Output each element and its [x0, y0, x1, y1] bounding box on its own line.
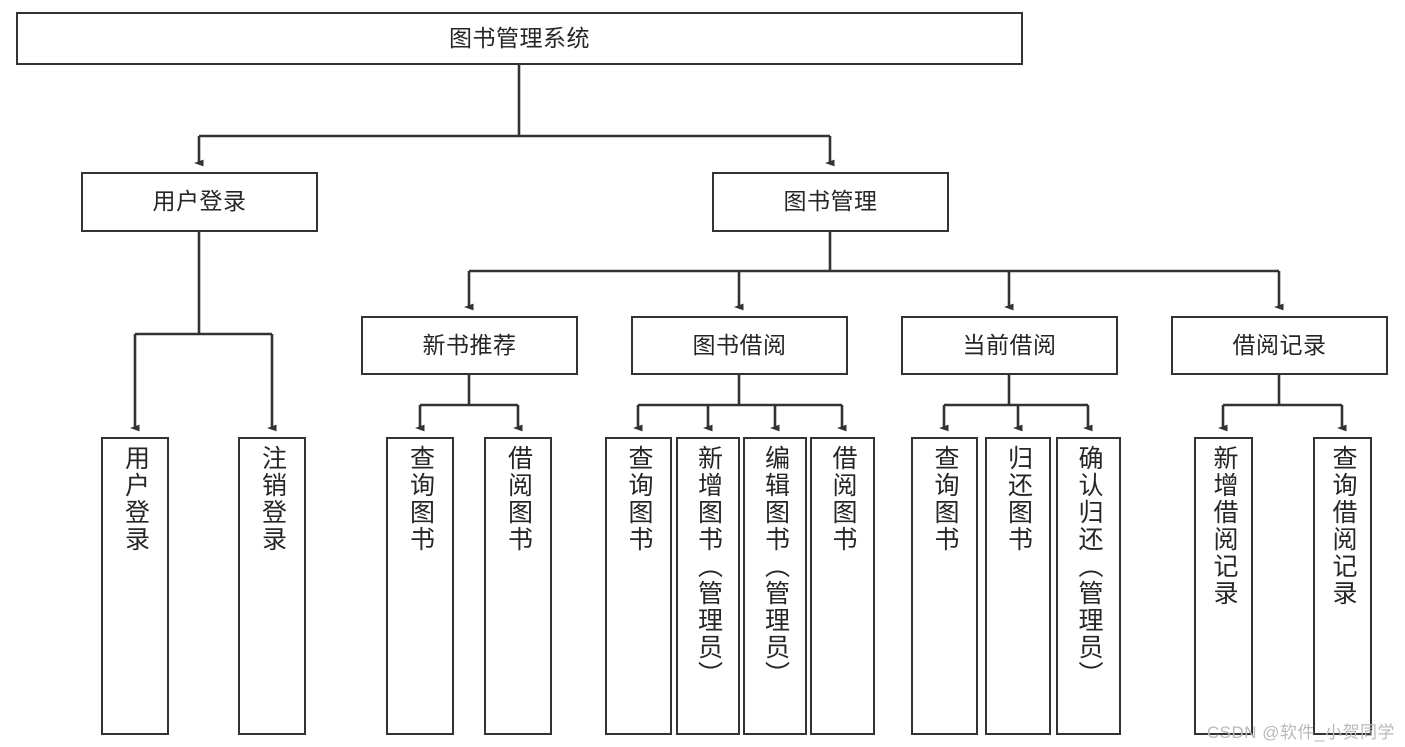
- node-book-borrow-label: 图书借阅: [692, 331, 787, 358]
- node-leaf-user-login[interactable]: 用户登录: [101, 437, 169, 735]
- node-leaf-confirm-return-admin[interactable]: 确认归还（管理员）: [1056, 437, 1121, 735]
- node-leaf-borrow-book-1-label: 借阅图书: [504, 445, 533, 553]
- node-leaf-borrow-book-1[interactable]: 借阅图书: [484, 437, 552, 735]
- node-leaf-borrow-book-2-label: 借阅图书: [829, 445, 857, 553]
- node-leaf-query-book-3-label: 查询图书: [931, 445, 959, 553]
- node-leaf-add-book-admin[interactable]: 新增图书（管理员）: [676, 437, 740, 735]
- node-leaf-query-borrow-record-label: 查询借阅记录: [1329, 445, 1357, 607]
- node-leaf-edit-book-admin[interactable]: 编辑图书（管理员）: [743, 437, 807, 735]
- node-leaf-query-borrow-record[interactable]: 查询借阅记录: [1313, 437, 1372, 735]
- node-book-management[interactable]: 图书管理: [712, 172, 949, 232]
- node-leaf-borrow-book-2[interactable]: 借阅图书: [810, 437, 875, 735]
- node-leaf-add-borrow-record[interactable]: 新增借阅记录: [1194, 437, 1253, 735]
- node-leaf-return-book[interactable]: 归还图书: [985, 437, 1051, 735]
- node-book-borrow[interactable]: 图书借阅: [631, 316, 848, 375]
- node-leaf-return-book-label: 归还图书: [1004, 445, 1033, 553]
- node-leaf-query-book-1-label: 查询图书: [406, 445, 435, 553]
- node-borrow-record-label: 借阅记录: [1232, 331, 1327, 358]
- csdn-watermark: CSDN @软件_小贺同学: [1206, 723, 1395, 742]
- node-current-borrow-label: 当前借阅: [962, 331, 1057, 358]
- node-borrow-record[interactable]: 借阅记录: [1171, 316, 1388, 375]
- node-leaf-add-borrow-record-label: 新增借阅记录: [1210, 445, 1238, 607]
- node-current-borrow[interactable]: 当前借阅: [901, 316, 1118, 375]
- node-leaf-user-login-label: 用户登录: [121, 445, 150, 553]
- node-root[interactable]: 图书管理系统: [16, 12, 1023, 65]
- node-leaf-add-book-admin-label: 新增图书（管理员）: [694, 445, 723, 688]
- node-user-login-label: 用户登录: [152, 188, 247, 215]
- node-leaf-query-book-2-label: 查询图书: [625, 445, 653, 553]
- node-new-book-recommend[interactable]: 新书推荐: [361, 316, 578, 375]
- node-user-login[interactable]: 用户登录: [81, 172, 318, 232]
- node-leaf-query-book-2[interactable]: 查询图书: [605, 437, 672, 735]
- node-leaf-edit-book-admin-label: 编辑图书（管理员）: [761, 445, 790, 688]
- node-leaf-logout-label: 注销登录: [258, 445, 287, 553]
- node-book-management-label: 图书管理: [783, 188, 878, 215]
- node-leaf-confirm-return-admin-label: 确认归还（管理员）: [1075, 445, 1103, 688]
- node-leaf-query-book-3[interactable]: 查询图书: [911, 437, 978, 735]
- node-root-label: 图书管理系统: [449, 24, 590, 51]
- node-leaf-logout[interactable]: 注销登录: [238, 437, 306, 735]
- node-new-book-recommend-label: 新书推荐: [422, 331, 517, 358]
- node-leaf-query-book-1[interactable]: 查询图书: [386, 437, 454, 735]
